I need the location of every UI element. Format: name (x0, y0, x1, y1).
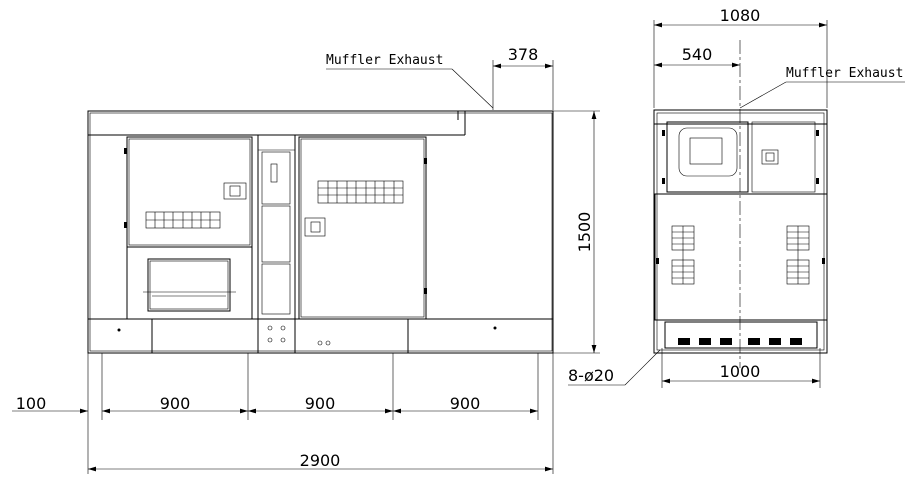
side-base-frame (664, 321, 818, 349)
svg-text:Muffler Exhaust: Muffler Exhaust (326, 53, 443, 68)
door-handle (223, 182, 247, 200)
side-lower-panel (654, 193, 828, 321)
dim-half-width: 540 (654, 45, 740, 68)
svg-text:900: 900 (450, 394, 481, 413)
side-vents (671, 225, 810, 285)
svg-text:378: 378 (508, 45, 539, 64)
dim-height: 1500 (553, 110, 600, 354)
center-column (257, 134, 296, 320)
holes-label: 8-ø20 (568, 349, 661, 386)
left-vent-grille (145, 211, 221, 229)
svg-text:100: 100 (16, 394, 47, 413)
front-view (87, 110, 554, 354)
dim-exhaust-offset: 378 (492, 45, 554, 110)
dim-spans: 100 900 900 900 (12, 353, 554, 474)
svg-text:540: 540 (682, 45, 713, 64)
dim-total-length: 2900 (88, 451, 553, 472)
svg-text:900: 900 (160, 394, 191, 413)
svg-text:Muffler Exhaust: Muffler Exhaust (786, 66, 903, 81)
right-vent-grille (317, 180, 404, 204)
controller-display (678, 127, 738, 177)
side-view (653, 40, 828, 368)
muffler-exhaust-side-label: Muffler Exhaust (739, 66, 905, 109)
svg-text:1000: 1000 (720, 362, 761, 381)
dim-total-width: 1080 (653, 6, 828, 108)
forklift-slots (678, 338, 802, 345)
dim-base-width: 1000 (661, 348, 821, 388)
right-door (298, 136, 427, 320)
radiator-opening (147, 258, 231, 312)
left-door (126, 136, 253, 248)
svg-text:8-ø20: 8-ø20 (568, 366, 614, 385)
side-access-door (751, 121, 816, 193)
svg-text:1080: 1080 (720, 6, 761, 25)
side-enclosure (653, 109, 828, 354)
door-handle (304, 217, 326, 237)
svg-text:1500: 1500 (575, 212, 594, 253)
hinges (117, 148, 497, 346)
svg-text:2900: 2900 (300, 451, 341, 470)
muffler-exhaust-front-label: Muffler Exhaust (326, 53, 494, 109)
front-enclosure (87, 110, 554, 354)
control-panel (666, 121, 749, 193)
svg-text:900: 900 (305, 394, 336, 413)
